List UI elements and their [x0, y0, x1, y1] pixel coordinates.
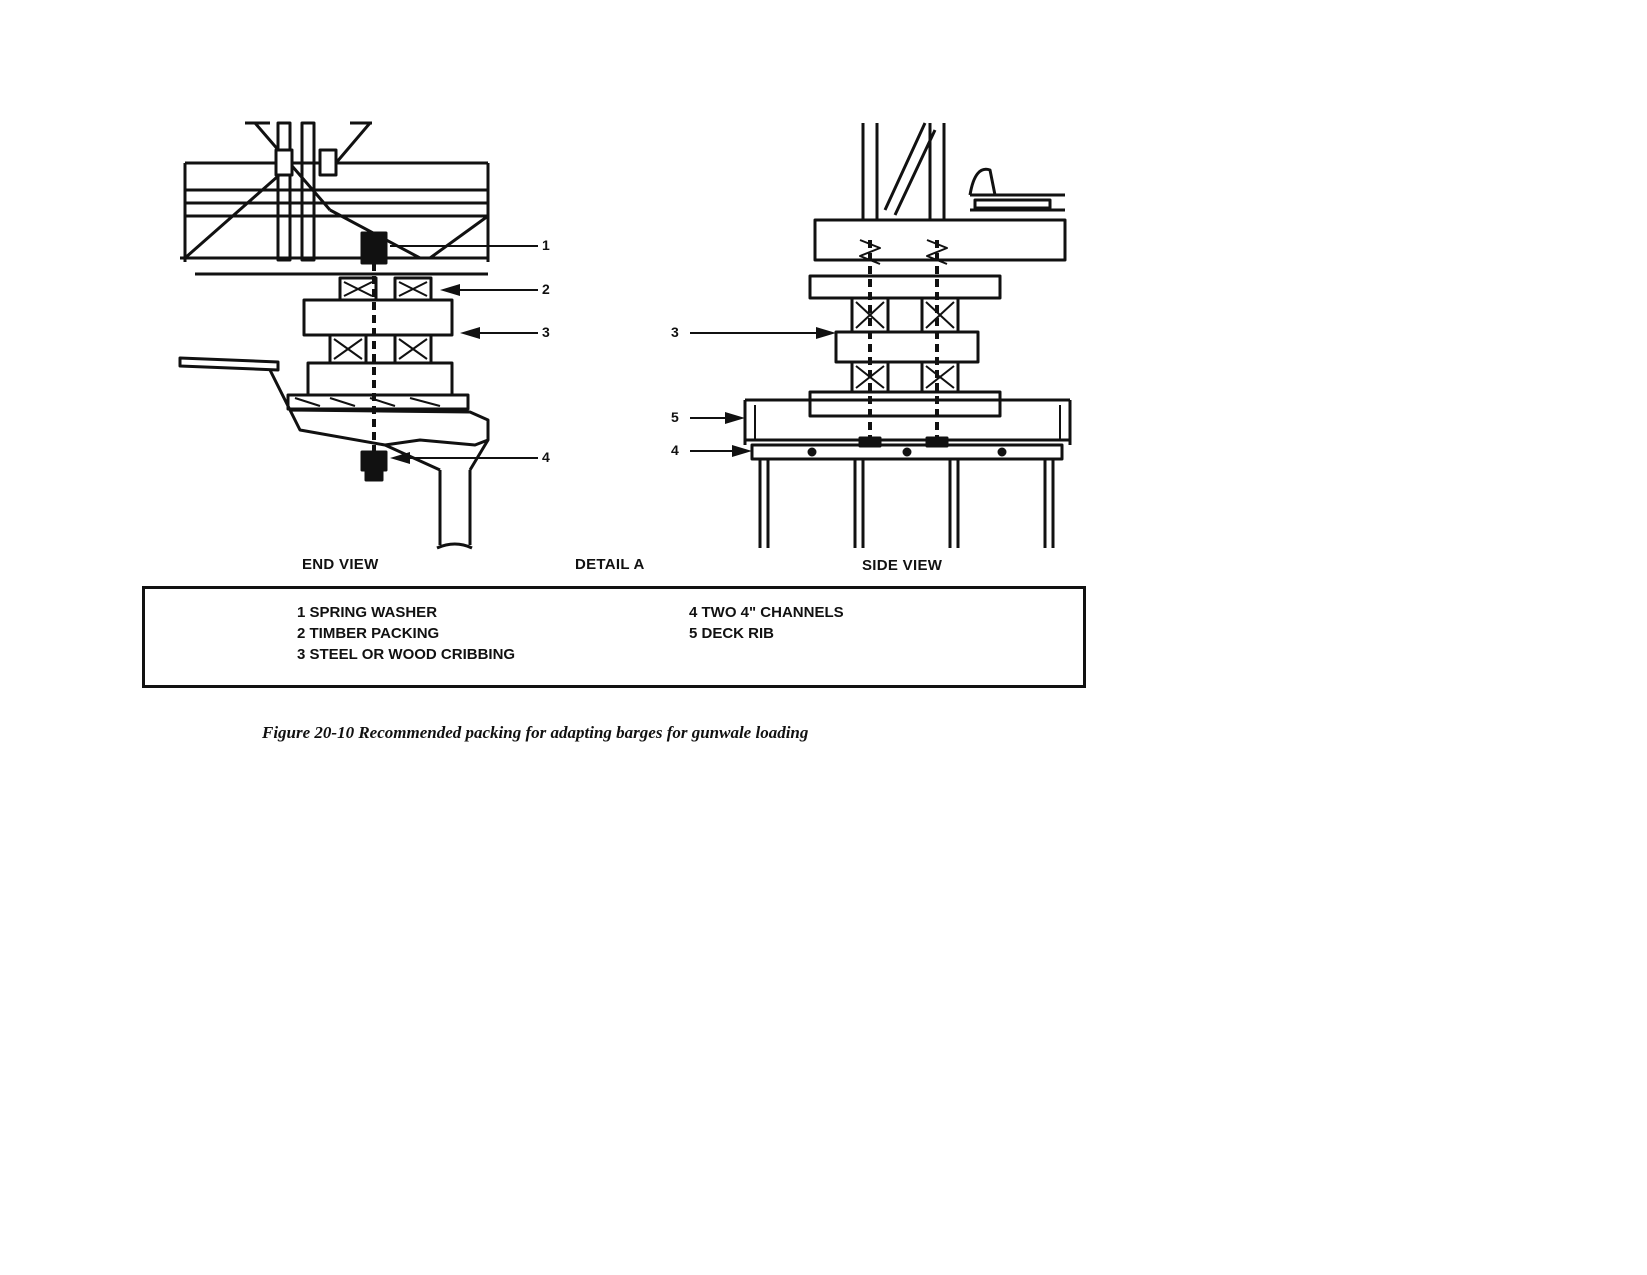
callout-1: 1: [542, 237, 550, 253]
end-view-label: END VIEW: [302, 556, 379, 573]
legend-item-1: 1 SPRING WASHER: [297, 604, 438, 621]
legend-item-4: 4 TWO 4" CHANNELS: [689, 604, 844, 621]
figure-caption: Figure 20-10 Recommended packing for ada…: [262, 723, 809, 742]
detail-a-label: DETAIL A: [575, 556, 645, 573]
callout-2: 2: [542, 281, 550, 297]
side-view-label: SIDE VIEW: [862, 557, 943, 574]
legend-item-5: 5 DECK RIB: [689, 625, 775, 642]
callout-5-side: 5: [671, 409, 679, 425]
side-view-drawing: [690, 122, 1072, 548]
end-view-drawing: [178, 121, 538, 550]
callout-4: 4: [542, 449, 550, 465]
legend-item-2: 2 TIMBER PACKING: [297, 625, 440, 642]
legend-box: 1 SPRING WASHER 2 TIMBER PACKING 3 STEEL…: [142, 586, 1086, 688]
callout-3-side: 3: [671, 324, 679, 340]
legend-item-3: 3 STEEL OR WOOD CRIBBING: [297, 646, 516, 663]
callout-4-side: 4: [671, 442, 679, 458]
callout-3: 3: [542, 324, 550, 340]
